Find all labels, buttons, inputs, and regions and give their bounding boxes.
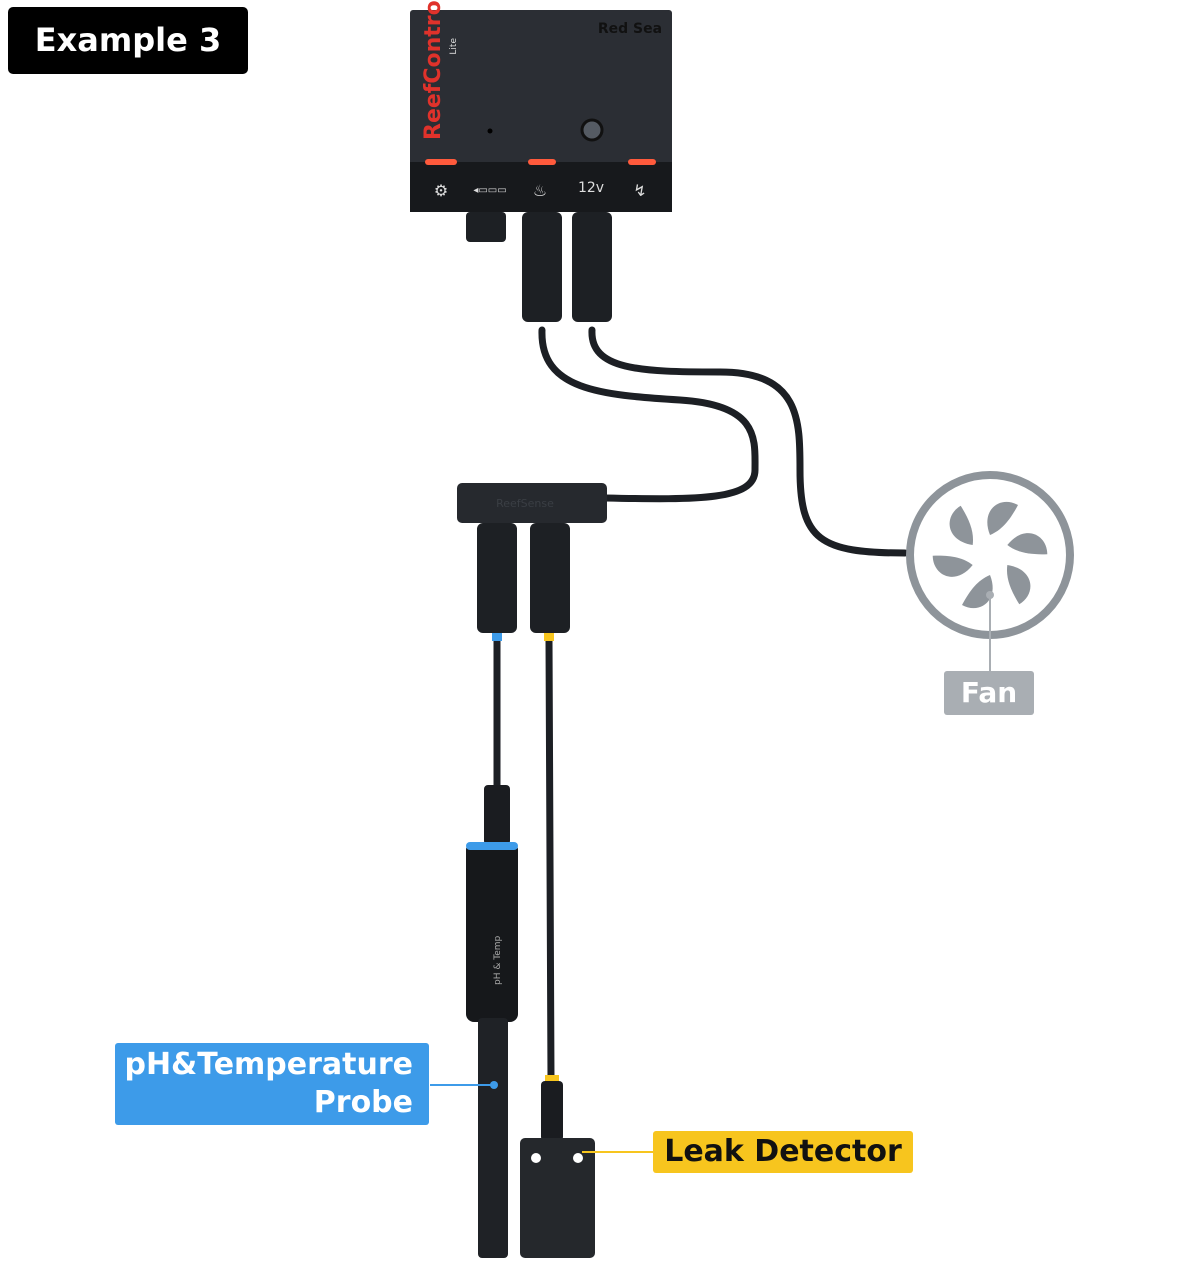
reefsense-hub: ReefSense xyxy=(457,483,607,641)
connector xyxy=(477,523,517,633)
ph-temperature-probe-label: pH&Temperature Probe xyxy=(115,1043,429,1125)
power-button xyxy=(580,118,604,142)
fan-cable xyxy=(588,326,909,557)
svg-text:ReefSense: ReefSense xyxy=(496,497,554,510)
fan-icon xyxy=(906,471,1074,671)
model-label: Lite xyxy=(449,38,459,55)
port-12v-label: 12v xyxy=(578,180,604,196)
probe-label-line2: Probe xyxy=(313,1085,413,1120)
led-indicator xyxy=(628,159,656,165)
level-port-icon: ♨ xyxy=(533,181,547,200)
probe-label-line1: pH&Temperature xyxy=(124,1047,413,1082)
ph-temperature-probe: pH & Temp xyxy=(430,785,518,1258)
reefcontrol-logo: ReefControl xyxy=(421,0,446,140)
svg-text:pH & Temp: pH & Temp xyxy=(493,936,503,985)
temp-port-icon: ⚙ xyxy=(434,181,448,200)
connector xyxy=(530,523,570,633)
reefcontrol-controller: ⚙ ◂▭▭▭ ♨ 12v ↯ ReefControl Lite Red Sea xyxy=(410,0,672,322)
hub-cable xyxy=(538,326,759,503)
fan-label: Fan xyxy=(944,671,1034,715)
reset-hole xyxy=(487,128,493,134)
leak-cable xyxy=(545,636,555,1084)
leak-detector xyxy=(520,1075,653,1258)
leak-detector-label: Leak Detector xyxy=(653,1131,913,1173)
example-title: Example 3 xyxy=(8,7,248,74)
led-indicator xyxy=(528,159,556,165)
dosing-port-icon: ◂▭▭▭ xyxy=(473,185,506,196)
power-port-icon: ↯ xyxy=(633,181,646,200)
led-indicator xyxy=(425,159,457,165)
redsea-logo: Red Sea xyxy=(598,21,662,37)
connector xyxy=(522,212,562,322)
connector xyxy=(572,212,612,322)
